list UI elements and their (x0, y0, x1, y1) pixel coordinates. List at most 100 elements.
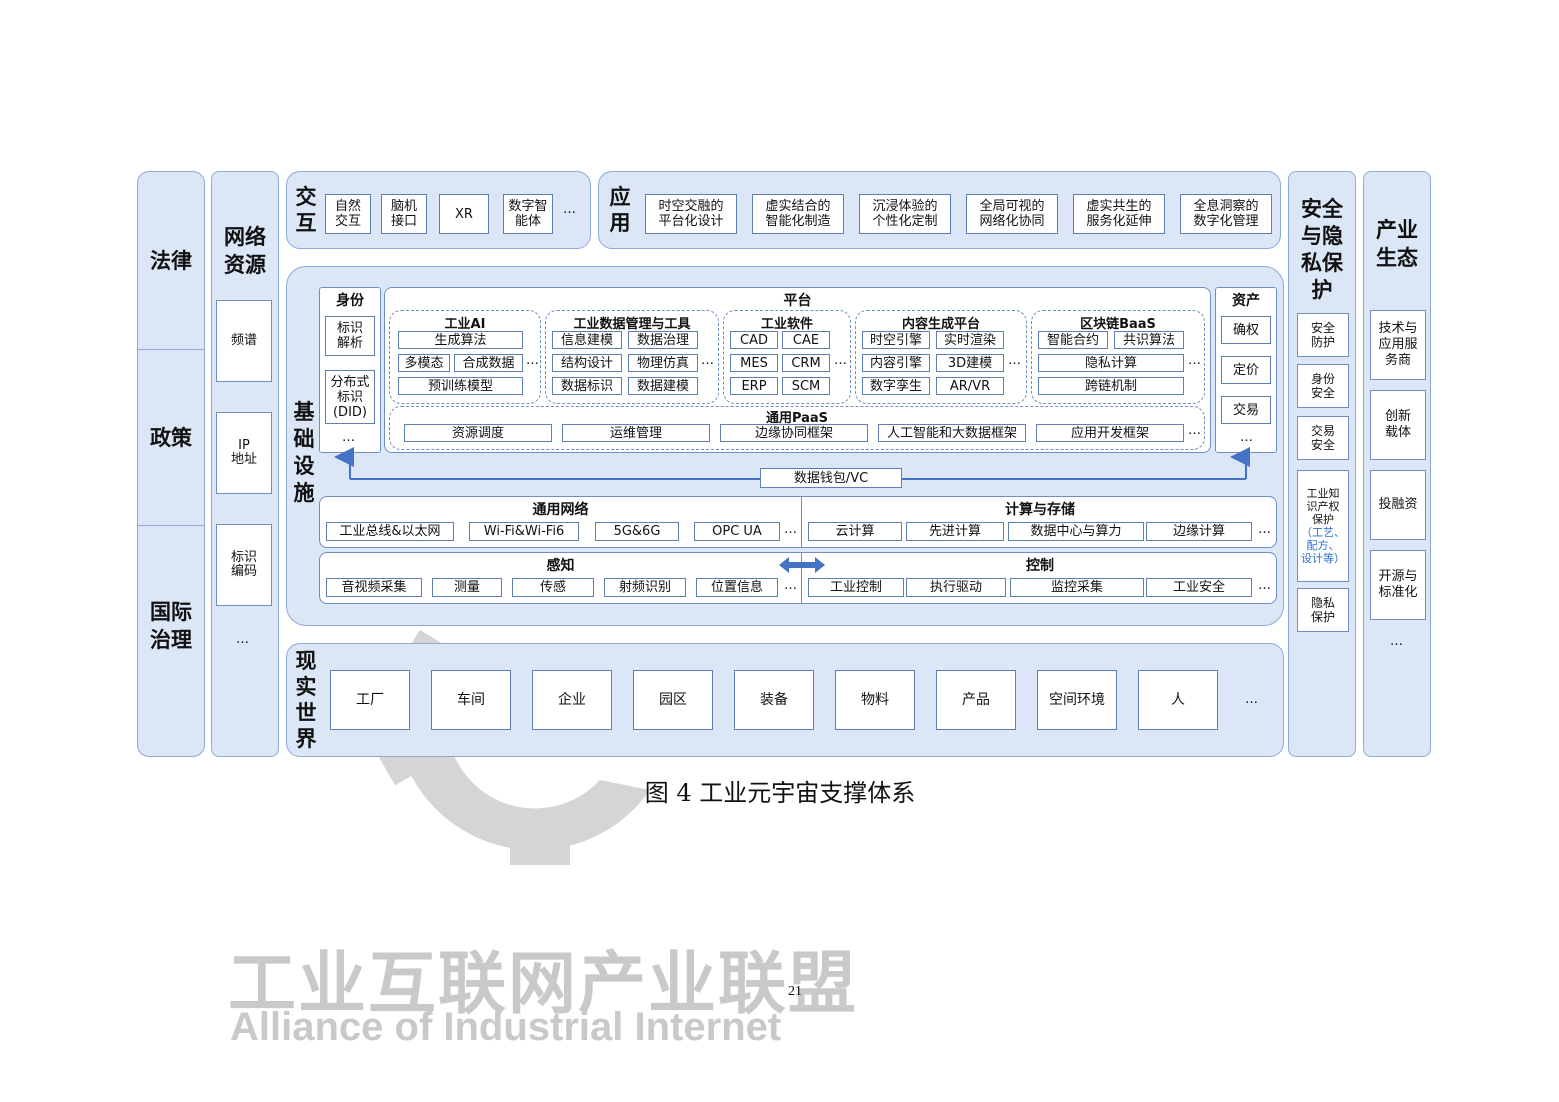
control-title: 控制 (1026, 558, 1054, 574)
realtime-render-box: 实时渲染 (936, 331, 1004, 349)
security-title: 安全 与隐 私保 护 (1301, 197, 1343, 302)
row-divider (801, 497, 802, 547)
privacy-compute-box: 隐私计算 (1038, 354, 1184, 372)
infrastructure-panel: 基 础 设 施 身份 标识 解析 分布式 标识 (DID) … 平台 工业AI … (286, 266, 1284, 626)
identity-more: … (342, 430, 355, 445)
content-gen-title: 内容生成平台 (901, 317, 980, 332)
erp-box: ERP (730, 377, 778, 395)
data-modeling-box: 数据建模 (628, 377, 698, 395)
watermark-en: Alliance of Industrial Internet (230, 1005, 782, 1049)
interaction-more: … (563, 202, 576, 217)
intl-governance-label: 国际 治理 (150, 600, 192, 652)
real-world-item: 人 (1138, 670, 1218, 730)
industrial-ai-title: 工业AI (444, 317, 486, 332)
data-wallet-box: 数据钱包/VC (760, 468, 902, 488)
id-coding-box: 标识 编码 (216, 524, 272, 606)
sensing-title: 感知 (546, 558, 575, 574)
info-modeling-box: 信息建模 (552, 331, 622, 349)
ops-mgmt-box: 运维管理 (562, 424, 710, 442)
bci-box: 脑机 接口 (381, 194, 427, 234)
governance-column: 法律 政策 国际 治理 (137, 171, 205, 757)
watermark-cn: 工业互联网产业联盟 (228, 946, 859, 1022)
interaction-title: 交 互 (295, 185, 317, 235)
measure-box: 测量 (432, 578, 502, 597)
wifi-box: Wi-Fi&Wi-Fi6 (469, 522, 579, 541)
bidirectional-arrow-icon (779, 557, 825, 573)
ip-address-box: IP 地址 (216, 412, 272, 494)
ecosystem-title: 产业 生态 (1376, 218, 1418, 270)
network-resources-title: 网络 资源 (224, 225, 266, 277)
network-compute-row: 通用网络 工业总线&以太网 Wi-Fi&Wi-Fi6 5G&6G OPC UA … (319, 496, 1277, 548)
ip-protection-note: （工艺、 配方、 设计等） (1301, 526, 1345, 565)
ecosystem-column: 产业 生态 技术与 应用服 务商 创新 载体 投融资 开源与 标准化 … (1363, 171, 1431, 757)
real-world-more: … (1245, 692, 1258, 707)
crm-box: CRM (782, 354, 830, 372)
app-dev-box: 应用开发框架 (1036, 424, 1184, 442)
privacy-protection-box: 隐私 保护 (1297, 588, 1349, 632)
data-governance-box: 数据治理 (628, 331, 698, 349)
real-world-panel: 现 实 世 界 工厂车间企业园区装备物料产品空间环境人 … (286, 643, 1284, 757)
physical-sim-box: 物理仿真 (628, 354, 698, 372)
real-world-item: 空间环境 (1037, 670, 1117, 730)
network-resources-column: 网络 资源 频谱 IP 地址 标识 编码 … (211, 171, 279, 757)
scm-box: SCM (782, 377, 830, 395)
assets-title: 资产 (1232, 293, 1260, 309)
rights-box: 确权 (1221, 316, 1271, 344)
blockchain-group: 区块链BaaS 智能合约 共识算法 隐私计算 … 跨链机制 (1031, 310, 1205, 404)
data-labeling-box: 数据标识 (552, 377, 622, 395)
industrial-security-box: 工业安全 (1146, 578, 1252, 597)
sensor-box: 传感 (512, 578, 594, 597)
network-more: … (784, 522, 797, 537)
software-more: … (834, 353, 847, 368)
real-world-title: 现 实 世 界 (295, 649, 317, 751)
trade-security-box: 交易 安全 (1297, 416, 1349, 460)
wallet-connector (334, 447, 1250, 480)
synthetic-data-box: 合成数据 (454, 354, 523, 372)
spacetime-engine-box: 时空引擎 (862, 331, 930, 349)
data-mgmt-more: … (701, 353, 714, 368)
smart-contract-box: 智能合约 (1038, 331, 1108, 349)
industrial-control-box: 工业控制 (808, 578, 904, 597)
interaction-panel: 交 互 自然 交互 脑机 接口 XR 数字智 能体 … (286, 171, 591, 249)
policy-label: 政策 (138, 350, 204, 526)
network-resources-more: … (236, 632, 249, 647)
content-gen-more: … (1008, 353, 1021, 368)
cae-box: CAE (782, 331, 830, 349)
identity-security-box: 身份 安全 (1297, 364, 1349, 408)
paas-title: 通用PaaS (765, 411, 829, 426)
content-gen-group: 内容生成平台 时空引擎 实时渲染 内容引擎 3D建模 … 数字孪生 AR/VR (855, 310, 1027, 404)
app-item-1: 时空交融的 平台化设计 (645, 194, 737, 234)
real-world-item: 企业 (532, 670, 612, 730)
ar-vr-box: AR/VR (936, 377, 1004, 395)
resource-scheduling-box: 资源调度 (404, 424, 552, 442)
industrial-software-group: 工业软件 CAD CAE MES CRM … ERP SCM (723, 310, 851, 404)
cross-chain-box: 跨链机制 (1038, 377, 1184, 395)
opc-ua-box: OPC UA (694, 522, 780, 541)
identity-title: 身份 (336, 293, 364, 309)
infrastructure-title: 基 础 设 施 (293, 400, 315, 505)
app-item-3: 沉浸体验的 个性化定制 (859, 194, 951, 234)
content-engine-box: 内容引擎 (862, 354, 930, 372)
row-divider-2 (801, 553, 802, 603)
edge-compute-box: 边缘计算 (1146, 522, 1252, 541)
real-world-item: 园区 (633, 670, 713, 730)
5g6g-box: 5G&6G (595, 522, 679, 541)
av-capture-box: 音视频采集 (326, 578, 422, 597)
ecosystem-more: … (1390, 634, 1403, 649)
real-world-item: 产品 (936, 670, 1016, 730)
application-panel: 应 用 时空交融的 平台化设计 虚实结合的 智能化制造 沉浸体验的 个性化定制 … (598, 171, 1281, 249)
tech-service-box: 技术与 应用服 务商 (1370, 310, 1426, 380)
industrial-software-title: 工业软件 (760, 317, 813, 332)
compute-title: 计算与存储 (1005, 502, 1075, 518)
monitoring-box: 监控采集 (1010, 578, 1144, 597)
blockchain-more: … (1188, 353, 1201, 368)
real-world-item: 物料 (835, 670, 915, 730)
open-source-box: 开源与 标准化 (1370, 550, 1426, 620)
consensus-box: 共识算法 (1114, 331, 1184, 349)
industrial-ai-group: 工业AI 生成算法 多模态 合成数据 … 预训练模型 (389, 310, 541, 404)
trading-box: 交易 (1221, 396, 1271, 424)
rfid-box: 射频识别 (604, 578, 686, 597)
security-protection-box: 安全 防护 (1297, 313, 1349, 357)
paas-group: 通用PaaS 资源调度 运维管理 边缘协同框架 人工智能和大数据框架 应用开发框… (389, 406, 1205, 450)
real-world-item: 装备 (734, 670, 814, 730)
